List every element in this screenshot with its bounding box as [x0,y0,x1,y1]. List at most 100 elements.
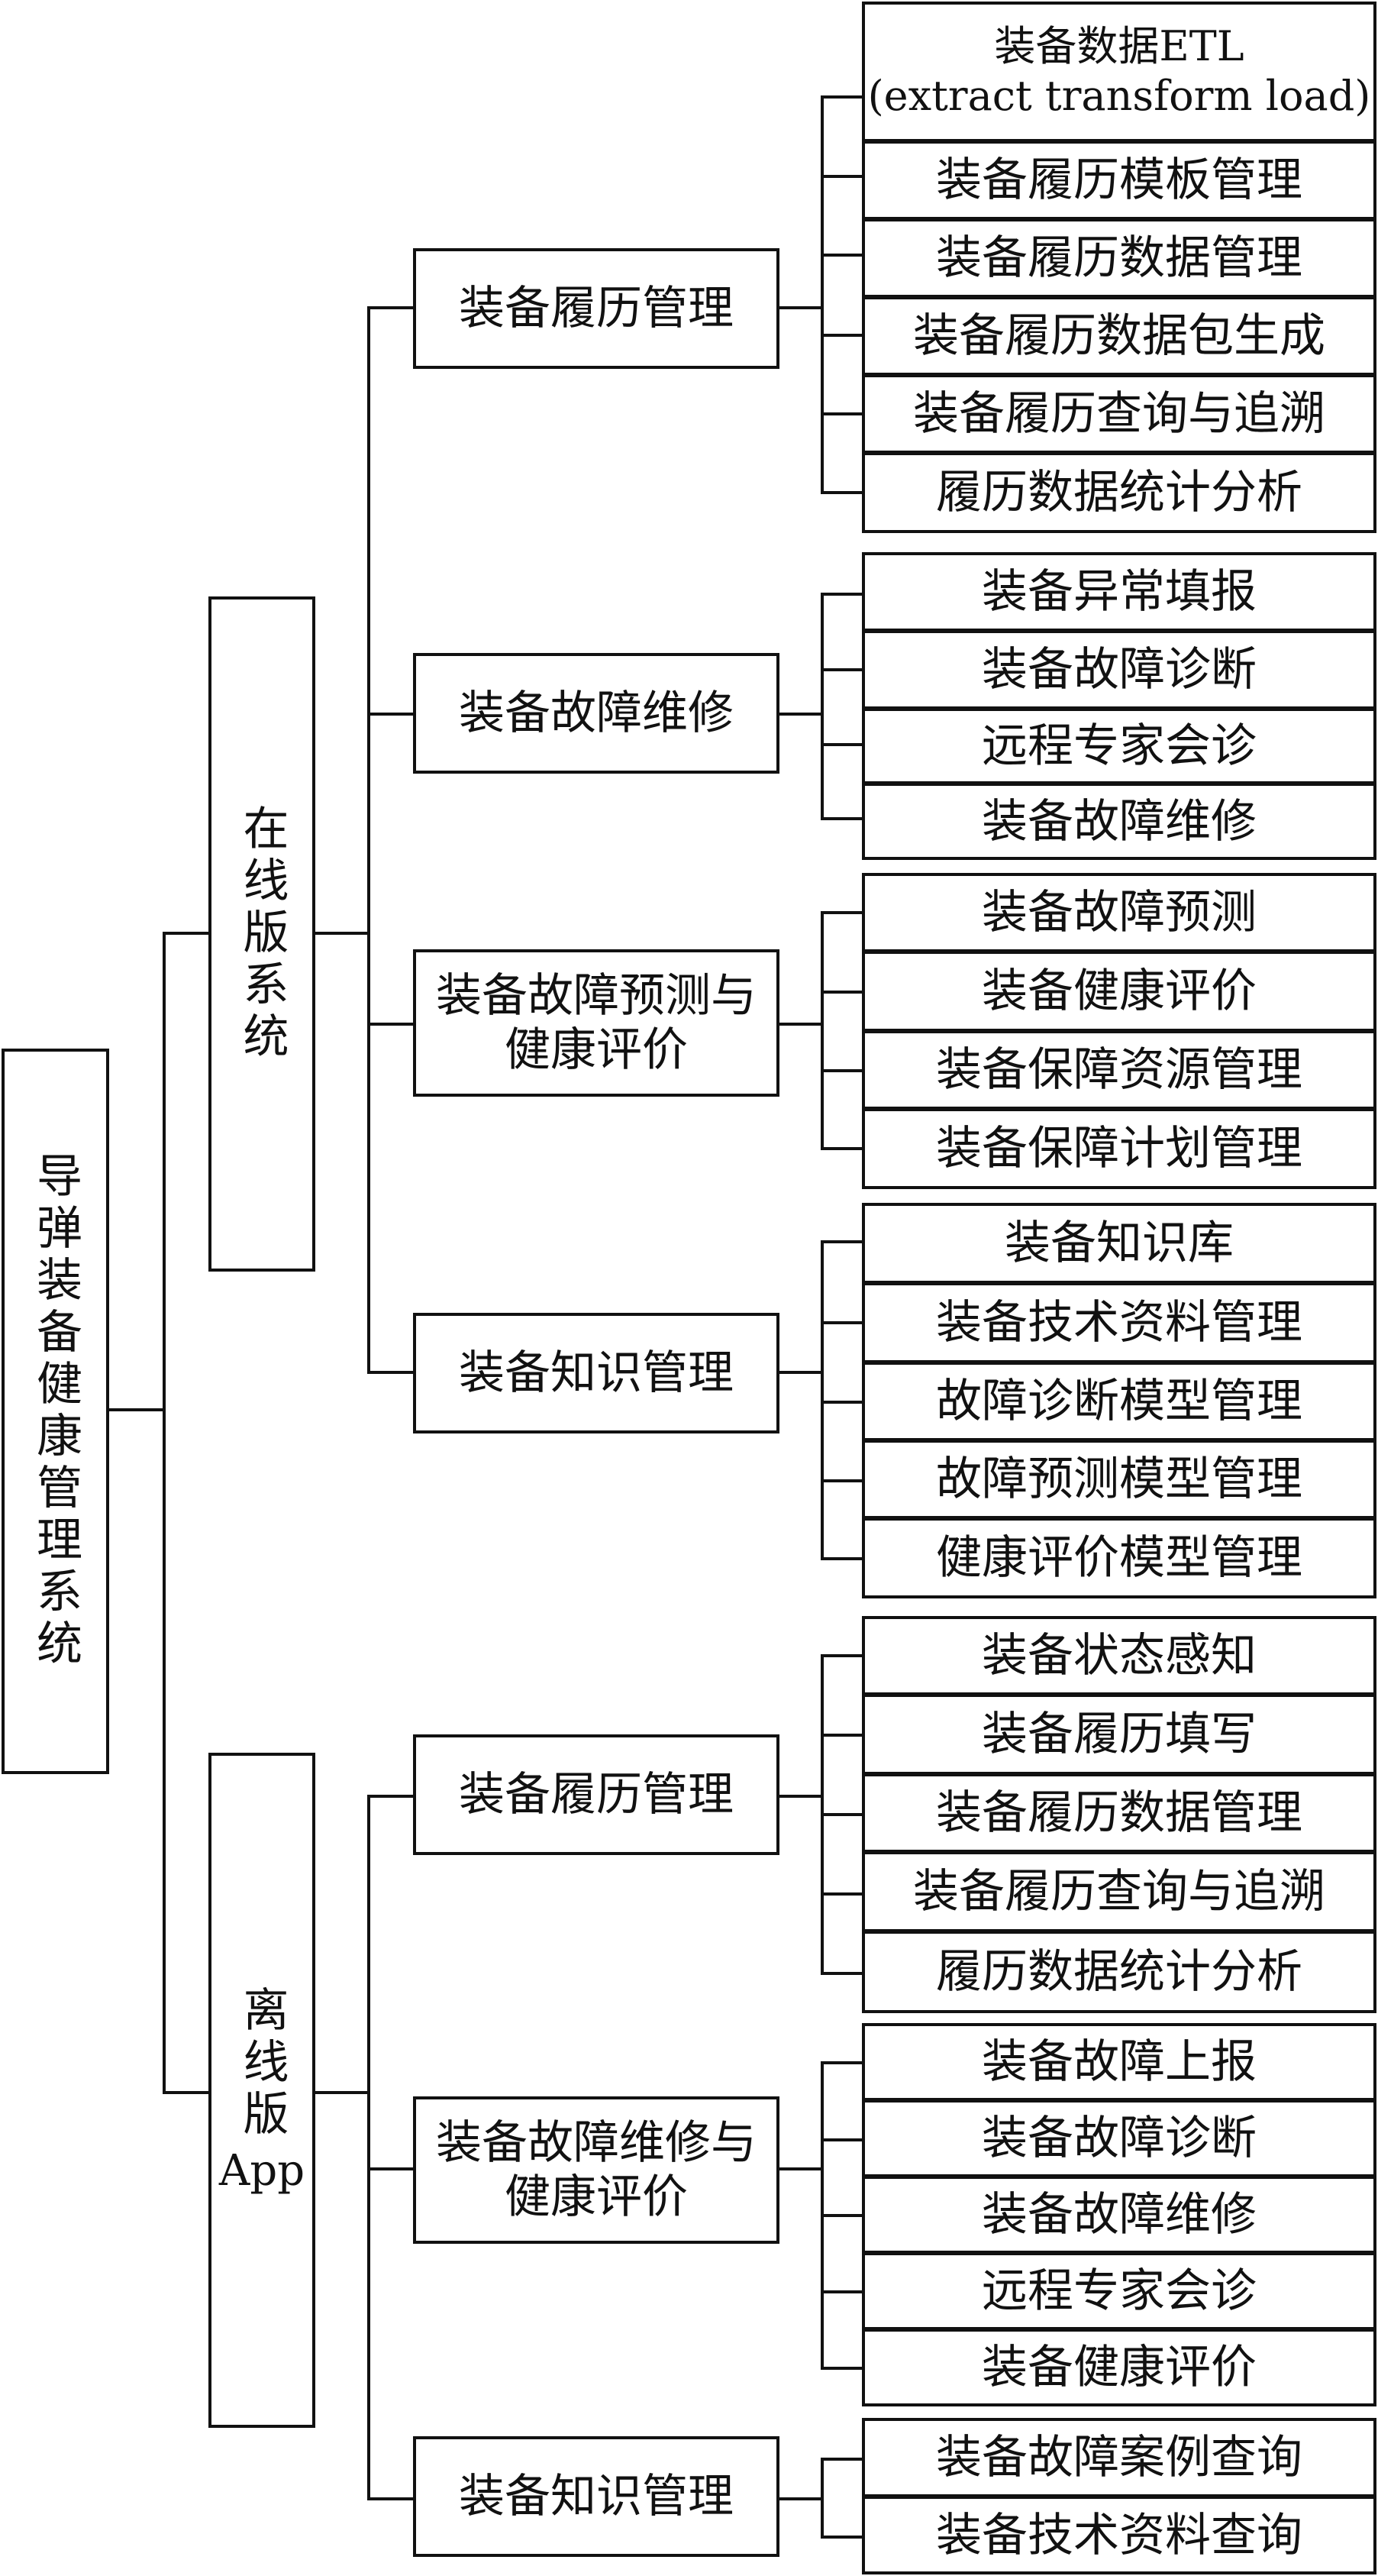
leaf-item: 装备履历填写 [862,1694,1376,1775]
leaf-item: 装备故障上报 [862,2023,1376,2101]
connector [367,306,370,1374]
leaf-item-label: 装备履历模板管理 [936,154,1302,207]
branch-offline: 离线版 App [208,1753,315,2428]
connector [821,1240,824,1560]
leaf-item: 远程专家会诊 [862,708,1376,784]
leaf-item-label: 装备故障上报 [982,2035,1257,2089]
leaf-item-label: 装备故障维修 [982,2188,1257,2241]
connector [821,2536,863,2539]
connector [778,1023,822,1026]
connector [821,991,863,994]
connector [367,2167,415,2170]
leaf-item: 装备故障诊断 [862,2099,1376,2177]
leaf-item-label: 履历数据统计分析 [936,1945,1302,1999]
connector [163,932,166,2093]
connector [821,1069,863,1072]
connector [821,2458,863,2461]
connector [163,932,208,935]
leaf-item-label: 故障诊断模型管理 [936,1375,1302,1428]
leaf-item-label: 装备健康评价 [982,965,1257,1018]
connector [367,713,415,716]
leaf-item-label: 装备故障诊断 [982,643,1257,697]
group-label: 装备故障维修 [459,686,734,740]
leaf-item: 装备异常填报 [862,552,1376,632]
connector [821,2290,863,2293]
connector [163,2091,208,2094]
group-label: 装备履历管理 [459,1767,734,1821]
leaf-item: 远程专家会诊 [862,2252,1376,2330]
connector [821,175,863,178]
branch-online: 在线版系统 [208,596,315,1272]
connector [821,1321,863,1324]
leaf-item: 装备故障案例查询 [862,2418,1376,2497]
group-offline-knowledge-management: 装备知识管理 [413,2436,779,2557]
leaf-item-label: 装备异常填报 [982,565,1257,619]
group-label: 装备故障维修与 健康评价 [436,2115,757,2224]
leaf-item-label: 远程专家会诊 [982,719,1257,773]
connector [778,1795,822,1798]
connector [778,2497,822,2500]
connector [821,2138,863,2141]
leaf-item-label: 装备知识库 [1005,1217,1234,1270]
connector [367,1023,415,1026]
leaf-item: 故障诊断模型管理 [862,1362,1376,1441]
leaf-item: 装备知识库 [862,1203,1376,1284]
connector [821,1972,863,1975]
connector [367,2497,415,2500]
connector [821,1147,863,1150]
connector [821,1734,863,1737]
connector [367,1371,415,1374]
group-online-prediction-health: 装备故障预测与 健康评价 [413,949,779,1097]
leaf-item: 装备故障预测 [862,873,1376,952]
connector [821,1401,863,1404]
group-label: 装备知识管理 [459,2469,734,2523]
leaf-item: 装备技术资料管理 [862,1282,1376,1363]
leaf-item-label: 故障预测模型管理 [936,1453,1302,1506]
group-label: 装备故障预测与 健康评价 [436,968,757,1077]
leaf-item-label: 装备履历数据管理 [936,231,1302,285]
connector [821,593,824,820]
leaf-item-label: 装备履历数据包生成 [913,309,1325,363]
connector [821,95,824,494]
connector [821,412,863,415]
leaf-item: 装备故障诊断 [862,630,1376,709]
leaf-item-label: 装备故障诊断 [982,2112,1257,2165]
root-node: 导弹装备健康管理系统 [2,1049,109,1774]
leaf-item: 履历数据统计分析 [862,1931,1376,2013]
connector [821,668,863,671]
connector [821,593,863,596]
leaf-item-label: 装备履历填写 [982,1708,1257,1761]
leaf-item-label: 装备保障计划管理 [936,1122,1302,1175]
connector [821,743,863,746]
leaf-item: 装备故障维修 [862,783,1376,860]
leaf-item: 装备保障计划管理 [862,1108,1376,1189]
leaf-item-label: 远程专家会诊 [982,2264,1257,2318]
leaf-item-label: 装备故障预测 [982,886,1257,939]
connector [314,2091,369,2094]
group-online-knowledge-management: 装备知识管理 [413,1313,779,1433]
group-label: 装备履历管理 [459,281,734,335]
group-online-record-management: 装备履历管理 [413,248,779,369]
connector [821,2458,824,2539]
connector [821,95,863,99]
connector [821,1813,863,1816]
connector [108,1408,164,1411]
branch-offline-label: 离线版 [235,1985,289,2141]
connector [821,1240,863,1243]
leaf-item: 故障预测模型管理 [862,1440,1376,1519]
connector [821,817,863,820]
group-offline-fault-repair-health: 装备故障维修与 健康评价 [413,2096,779,2244]
connector [778,306,822,309]
branch-offline-app-label: App [218,2145,305,2196]
leaf-item: 装备健康评价 [862,2329,1376,2406]
connector [821,2061,863,2064]
leaf-item-label: 装备履历查询与追溯 [913,387,1325,441]
branch-online-label: 在线版系统 [235,804,289,1064]
root-label: 导弹装备健康管理系统 [28,1152,82,1671]
leaf-item: 装备履历数据管理 [862,218,1376,298]
connector [821,1557,863,1560]
leaf-item: 装备保障资源管理 [862,1030,1376,1110]
leaf-item: 健康评价模型管理 [862,1517,1376,1598]
leaf-item: 装备状态感知 [862,1616,1376,1695]
connector [367,1795,415,1798]
